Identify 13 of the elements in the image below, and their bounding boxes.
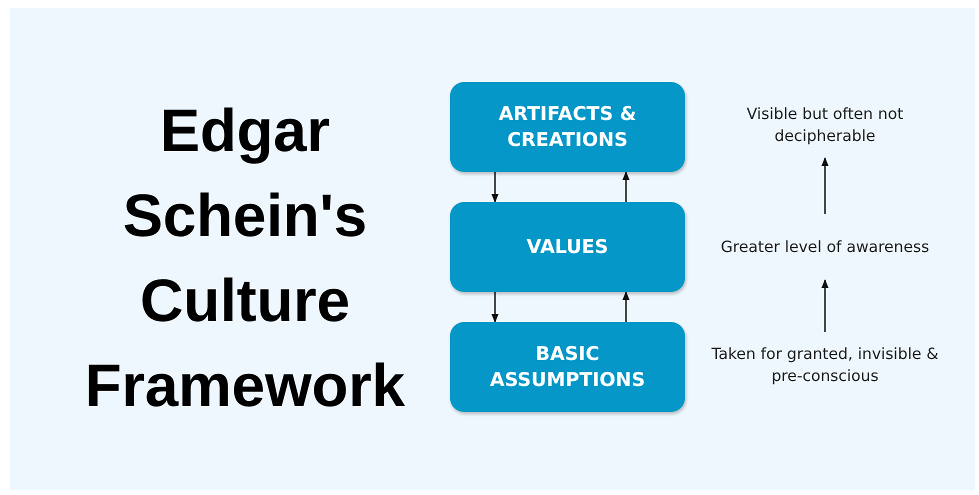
note-text: Visible but often not decipherable: [746, 104, 904, 147]
arrow: [622, 171, 630, 202]
note-text: Greater level of awareness: [720, 237, 930, 258]
title: Edgar Schein's Culture Framework: [84, 96, 406, 421]
arrow: [491, 172, 499, 203]
arrow: [821, 279, 829, 332]
layer-box: BASIC ASSUMPTIONS: [450, 322, 685, 412]
layer-box: ARTIFACTS & CREATIONS: [450, 82, 685, 172]
layer-box: VALUES: [450, 202, 685, 292]
arrow: [821, 157, 829, 214]
arrow: [622, 291, 630, 322]
note-text: Taken for granted, invisible & pre-conscious: [710, 344, 940, 387]
arrow: [491, 292, 499, 323]
